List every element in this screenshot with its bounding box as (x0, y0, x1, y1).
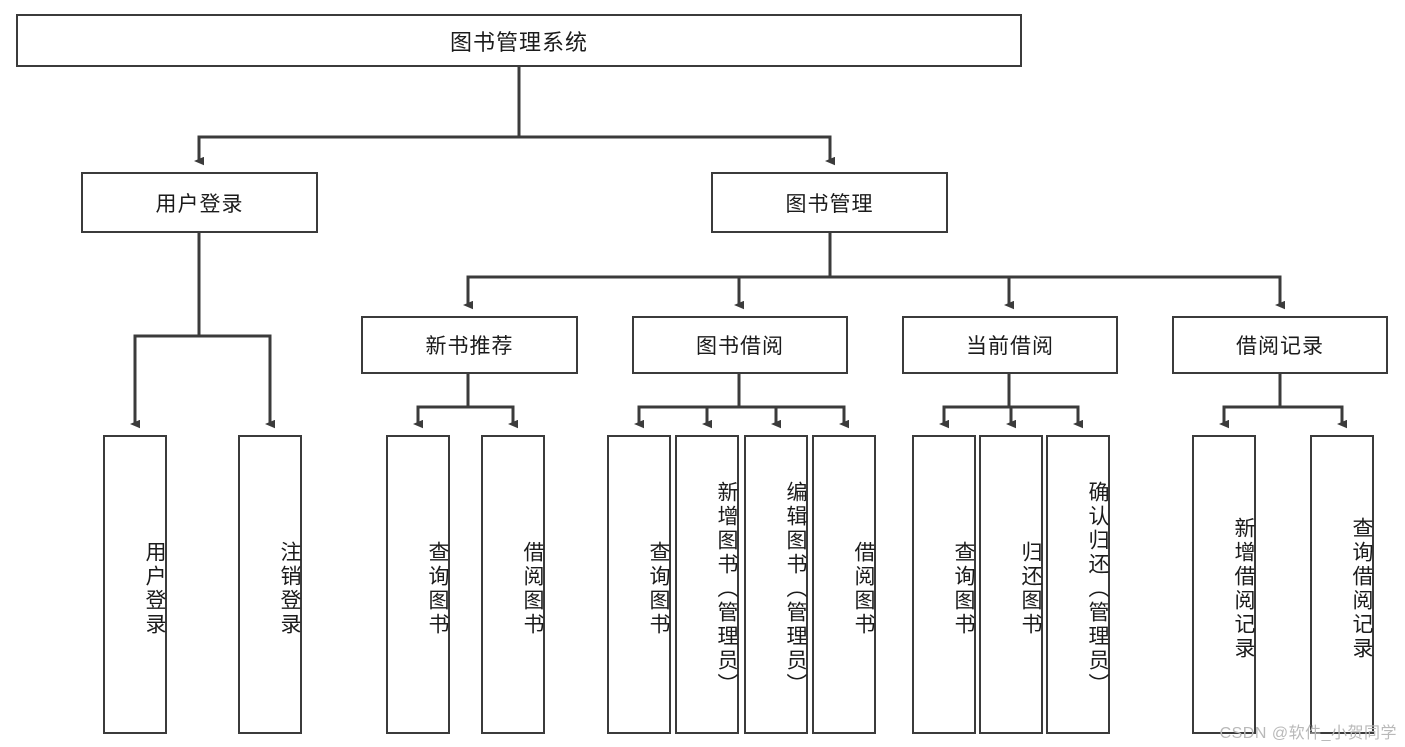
node-root-system[interactable]: 图书管理系统 (16, 14, 1022, 67)
node-leaf-query-book-1[interactable]: 查询图书 (386, 435, 450, 734)
node-book-borrow[interactable]: 图书借阅 (632, 316, 848, 374)
node-label: 借阅图书 (852, 540, 875, 637)
node-leaf-return-book[interactable]: 归还图书 (979, 435, 1043, 734)
node-leaf-query-record[interactable]: 查询借阅记录 (1310, 435, 1374, 734)
node-label: 编辑图书（管理员） (784, 480, 807, 697)
node-label: 当前借阅 (966, 335, 1054, 358)
node-label: 图书借阅 (696, 335, 784, 358)
node-label: 图书管理 (785, 192, 874, 216)
node-label: 图书管理系统 (449, 29, 588, 55)
node-label: 查询借阅记录 (1350, 516, 1373, 661)
node-leaf-query-book-2[interactable]: 查询图书 (607, 435, 671, 734)
node-label: 查询图书 (426, 540, 449, 637)
node-user-login[interactable]: 用户登录 (81, 172, 318, 233)
node-label: 用户登录 (143, 540, 166, 637)
node-label: 注销登录 (278, 540, 301, 637)
node-leaf-borrow-book-2[interactable]: 借阅图书 (812, 435, 876, 734)
node-label: 确认归还（管理员） (1086, 480, 1109, 697)
node-label: 新增借阅记录 (1232, 516, 1255, 661)
node-label: 归还图书 (1019, 540, 1042, 637)
node-label: 新书推荐 (425, 335, 514, 358)
node-leaf-edit-book[interactable]: 编辑图书（管理员） (744, 435, 808, 734)
node-current-borrow[interactable]: 当前借阅 (902, 316, 1118, 374)
node-borrow-record[interactable]: 借阅记录 (1172, 316, 1388, 374)
node-label: 借阅图书 (521, 540, 544, 637)
node-new-book-recommend[interactable]: 新书推荐 (361, 316, 578, 374)
node-leaf-query-book-3[interactable]: 查询图书 (912, 435, 976, 734)
node-label: 用户登录 (155, 192, 244, 216)
node-label: 查询图书 (952, 540, 975, 637)
node-leaf-confirm-return[interactable]: 确认归还（管理员） (1046, 435, 1110, 734)
node-leaf-user-login[interactable]: 用户登录 (103, 435, 167, 734)
node-leaf-logout-login[interactable]: 注销登录 (238, 435, 302, 734)
node-book-manage[interactable]: 图书管理 (711, 172, 948, 233)
node-leaf-borrow-book-1[interactable]: 借阅图书 (481, 435, 545, 734)
node-label: 新增图书（管理员） (715, 480, 738, 697)
csdn-watermark: CSDN @软件_小贺同学 (1219, 725, 1397, 742)
node-leaf-add-book[interactable]: 新增图书（管理员） (675, 435, 739, 734)
node-leaf-add-record[interactable]: 新增借阅记录 (1192, 435, 1256, 734)
node-label: 查询图书 (647, 540, 670, 637)
node-label: 借阅记录 (1236, 335, 1324, 358)
